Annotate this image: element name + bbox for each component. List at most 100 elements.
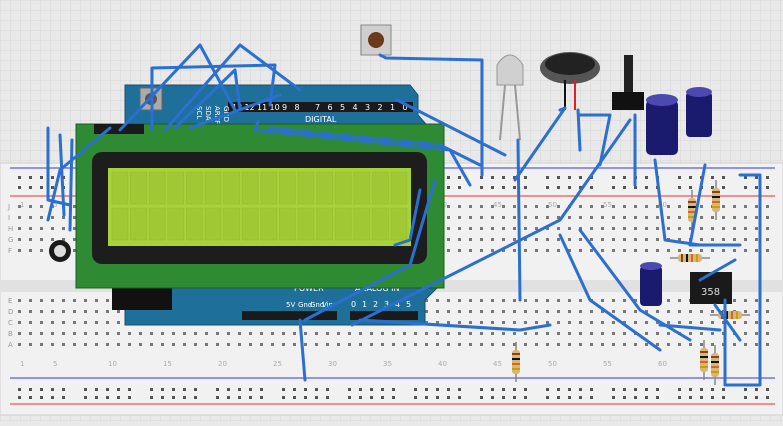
breadboard-hole [51, 238, 54, 241]
breadboard-hole [678, 238, 681, 241]
wire[interactable] [188, 93, 282, 130]
rail-hole [260, 388, 263, 391]
rail-hole [315, 396, 318, 399]
column-number: 55 [603, 201, 612, 209]
breadboard-hole [557, 321, 560, 324]
breadboard-hole [656, 205, 659, 208]
wire[interactable] [516, 138, 522, 302]
lcd-cell [241, 207, 259, 241]
rail-hole [744, 186, 747, 189]
rail-hole [689, 396, 692, 399]
wire[interactable] [378, 53, 484, 177]
lcd-cell [167, 207, 185, 241]
wire[interactable] [298, 318, 307, 382]
breadboard-hole [656, 321, 659, 324]
wire[interactable] [46, 126, 112, 222]
breadboard-hole [51, 310, 54, 313]
breadboard-hole [612, 332, 615, 335]
digital-header [228, 102, 413, 112]
breadboard-hole [161, 343, 164, 346]
breadboard-hole [480, 227, 483, 230]
wire[interactable] [653, 158, 702, 247]
wire[interactable] [58, 133, 66, 217]
wire[interactable] [303, 178, 437, 322]
breadboard-hole [755, 310, 758, 313]
breadboard-hole [62, 332, 65, 335]
breadboard-hole [458, 332, 461, 335]
breadboard-hole [469, 205, 472, 208]
wire[interactable] [268, 126, 482, 167]
wire[interactable] [253, 120, 472, 187]
breadboard-hole [645, 321, 648, 324]
wire[interactable] [723, 173, 762, 387]
rail-hole [744, 388, 747, 391]
breadboard-hole [678, 321, 681, 324]
pushbutton[interactable] [360, 24, 392, 56]
breadboard-hole [590, 321, 593, 324]
wire[interactable] [395, 98, 507, 157]
breadboard-hole [733, 205, 736, 208]
breadboard-hole [623, 238, 626, 241]
breadboard-hole [436, 332, 439, 335]
row-letter: I [8, 214, 10, 222]
wire[interactable] [173, 68, 242, 130]
rail-hole [579, 186, 582, 189]
breadboard-hole [766, 332, 769, 335]
wire[interactable] [68, 138, 74, 232]
breadboard-hole [40, 205, 43, 208]
breadboard-hole [722, 238, 725, 241]
wire[interactable] [558, 233, 662, 352]
breadboard-hole [590, 227, 593, 230]
rail-hole [40, 176, 43, 179]
lcd-cell [241, 171, 259, 205]
wire[interactable] [513, 106, 567, 182]
potentiometer-icon[interactable] [612, 92, 644, 110]
breadboard-hole [733, 238, 736, 241]
column-number: 50 [548, 201, 557, 209]
wire[interactable] [658, 323, 722, 332]
potentiometer-shaft[interactable] [624, 55, 633, 95]
breadboard-hole [436, 321, 439, 324]
breadboard-hole [447, 299, 450, 302]
rail-hole [634, 186, 637, 189]
breadboard-hole [117, 343, 120, 346]
trimmer-potentiometer[interactable] [49, 240, 71, 262]
lcd-cell [204, 207, 222, 241]
lcd-cell [223, 207, 240, 241]
column-number: 15 [163, 360, 172, 368]
wire[interactable] [713, 303, 742, 342]
wire[interactable] [350, 118, 632, 327]
wire[interactable] [150, 63, 277, 132]
wire[interactable] [578, 113, 612, 167]
header-label: SDA [204, 106, 212, 121]
breadboard-hole [502, 216, 505, 219]
breadboard-hole [51, 227, 54, 230]
breadboard-hole [656, 216, 659, 219]
breadboard-hole [491, 332, 494, 335]
wire[interactable] [576, 108, 582, 152]
wire[interactable] [393, 188, 422, 247]
breadboard-hole [238, 343, 241, 346]
pushbutton-cap[interactable] [368, 32, 384, 48]
power-pin-label: Vin [322, 301, 333, 309]
breadboard-hole [293, 343, 296, 346]
wire[interactable] [163, 43, 302, 132]
wire[interactable] [358, 318, 552, 332]
breadboard-hole [678, 216, 681, 219]
lcd-cell [334, 171, 352, 205]
rail-hole [29, 396, 32, 399]
breadboard-hole [304, 332, 307, 335]
breadboard-hole [447, 238, 450, 241]
wire[interactable] [118, 43, 237, 132]
potentiometer[interactable] [612, 55, 644, 110]
rail-hole [227, 396, 230, 399]
rail-hole [447, 388, 450, 391]
breadboard-hole [18, 249, 21, 252]
rail-hole [689, 176, 692, 179]
breadboard-hole [337, 332, 340, 335]
rail-hole [568, 186, 571, 189]
wire[interactable] [698, 258, 737, 282]
lcd-cell [353, 207, 371, 241]
wire[interactable] [578, 228, 692, 342]
rail-hole [458, 176, 461, 179]
